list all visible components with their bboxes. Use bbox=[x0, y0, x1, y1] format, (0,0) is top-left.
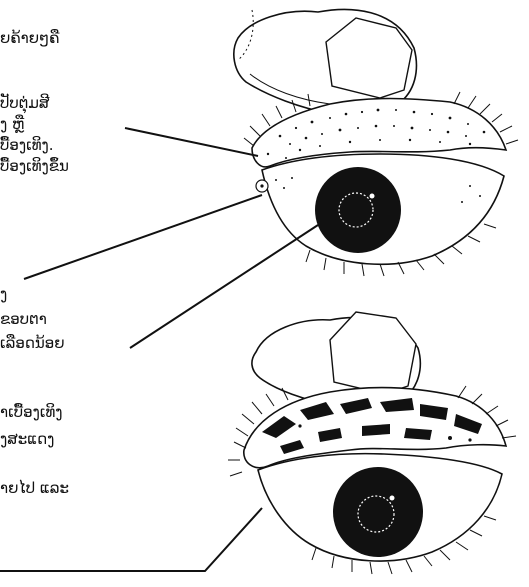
iris-top bbox=[315, 167, 401, 253]
upper-eye-drawing bbox=[234, 9, 518, 276]
iris-bottom bbox=[333, 467, 423, 557]
pointer-line-2 bbox=[24, 195, 262, 279]
pointer-line-1 bbox=[125, 128, 258, 156]
lower-eye-drawing bbox=[228, 312, 516, 574]
pointer-line-4 bbox=[0, 508, 262, 571]
